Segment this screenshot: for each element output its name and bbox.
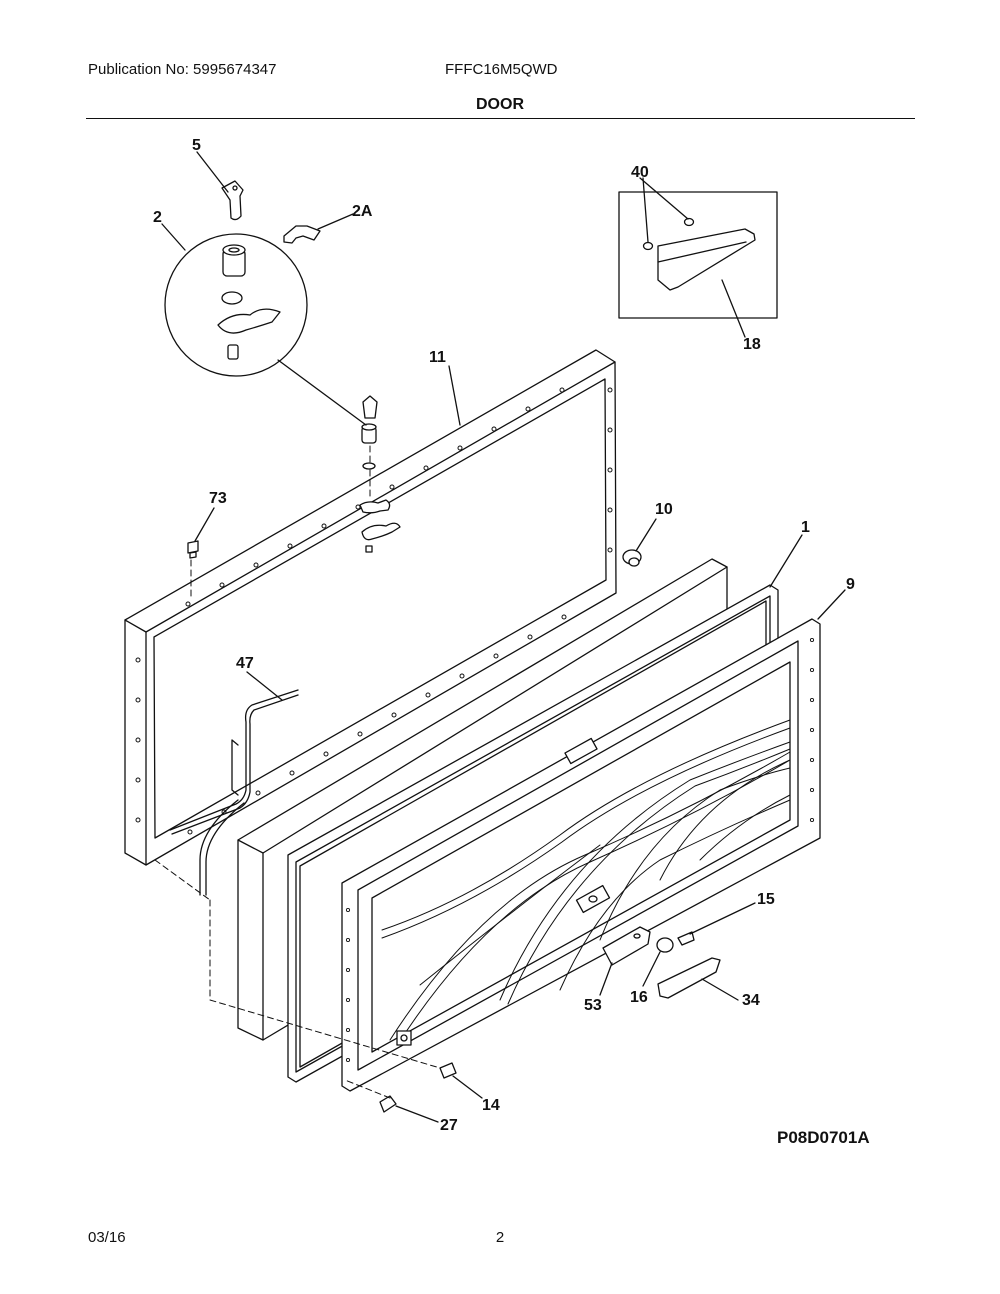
hinge-hardware-assembly bbox=[359, 395, 401, 553]
part-5-hinge-pin bbox=[221, 180, 244, 221]
footer-date: 03/16 bbox=[88, 1229, 126, 1246]
part-11-door-panel bbox=[124, 349, 617, 866]
callout-40: 40 bbox=[631, 164, 649, 181]
part-2a-clip bbox=[283, 225, 321, 244]
model-number: FFFC16M5QWD bbox=[445, 61, 558, 78]
alignment-dashed-lines bbox=[154, 445, 441, 1099]
page-number: 2 bbox=[495, 1229, 505, 1246]
callout-10: 10 bbox=[655, 501, 673, 518]
callout-2: 2 bbox=[153, 209, 162, 226]
callout-11: 11 bbox=[429, 349, 446, 366]
section-title: DOOR bbox=[476, 96, 524, 113]
callout-53: 53 bbox=[584, 997, 602, 1014]
callout-14: 14 bbox=[482, 1097, 500, 1114]
header-rule bbox=[86, 118, 915, 119]
callout-15: 15 bbox=[757, 891, 775, 908]
liner-edge-holes bbox=[345, 637, 815, 1063]
part-9-door-liner bbox=[341, 618, 821, 1092]
handle-parts bbox=[379, 926, 721, 1113]
publication-number: Publication No: 5995674347 bbox=[88, 61, 277, 78]
callout-27: 27 bbox=[440, 1117, 458, 1134]
callout-47: 47 bbox=[236, 655, 254, 672]
part-47-heater-wire bbox=[169, 689, 299, 896]
callout-5: 5 bbox=[192, 137, 201, 154]
panel-screw-holes bbox=[135, 387, 613, 835]
callout-9: 9 bbox=[846, 576, 855, 593]
part-10-bumper bbox=[622, 549, 642, 567]
callout-16: 16 bbox=[630, 989, 648, 1006]
diagram-code: P08D0701A bbox=[777, 1128, 870, 1147]
callout-leader-lines bbox=[161, 151, 846, 1123]
part-2-inset-circle bbox=[164, 233, 308, 377]
callout-18: 18 bbox=[743, 336, 761, 353]
callout-1: 1 bbox=[801, 519, 810, 536]
callout-2a: 2A bbox=[352, 203, 373, 220]
part-73-screw bbox=[187, 540, 199, 559]
callout-34: 34 bbox=[742, 992, 760, 1009]
callout-labels: 5 2A 2 40 18 11 73 10 1 9 47 15 53 16 34… bbox=[153, 137, 855, 1134]
callout-73: 73 bbox=[209, 490, 227, 507]
handle-inset-box bbox=[618, 191, 778, 319]
